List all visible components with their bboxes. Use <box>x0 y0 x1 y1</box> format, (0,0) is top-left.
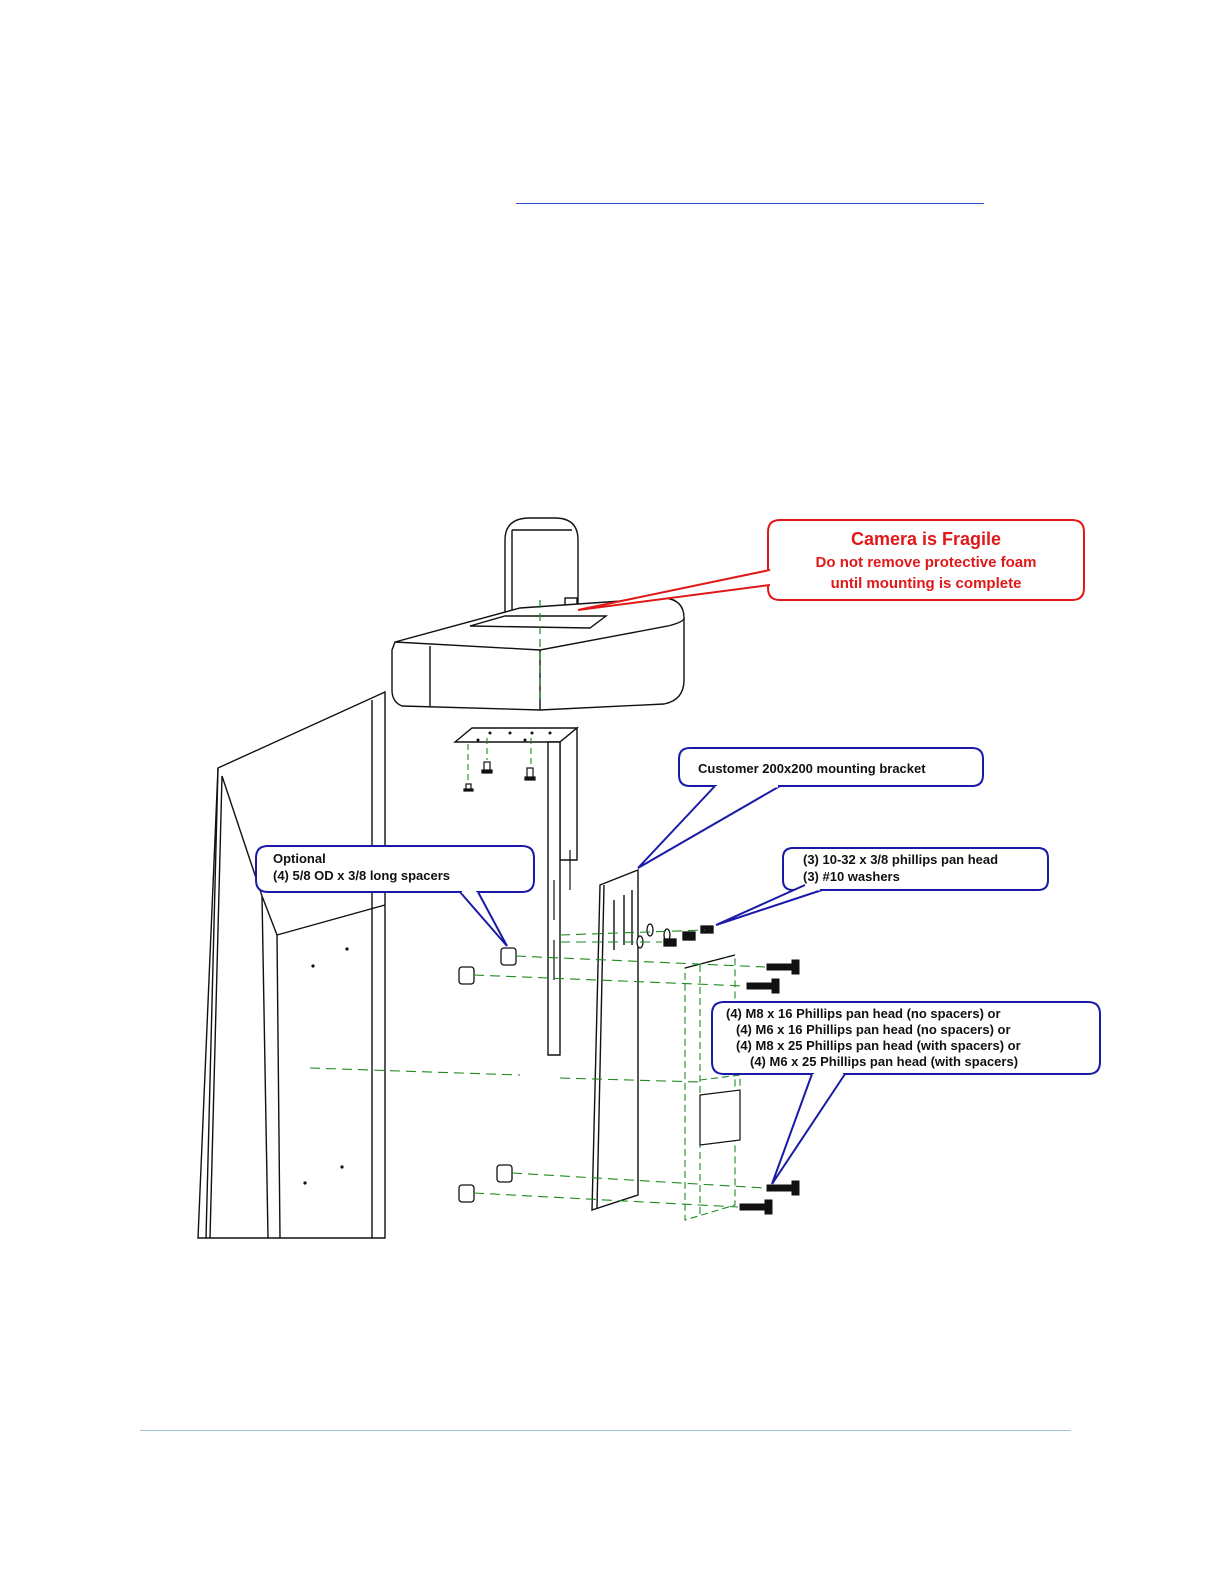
bracket-slots <box>553 850 571 980</box>
top-screw-centerlines <box>467 738 532 782</box>
small-screws-callout: (3) 10-32 x 3/8 phillips pan head (3) #1… <box>715 847 1049 926</box>
adapter-edges <box>684 954 741 1146</box>
large-screws-callout: (4) M8 x 16 Phillips pan head (no spacer… <box>711 1001 1101 1185</box>
small-screws-line2: (3) #10 washers <box>803 869 900 884</box>
top-screws <box>463 761 536 792</box>
footer-rule <box>140 1430 1071 1431</box>
warning-callout: Camera is Fragile Do not remove protecti… <box>577 519 1085 611</box>
small-screws <box>636 923 714 949</box>
small-screws-line1: (3) 10-32 x 3/8 phillips pan head <box>803 852 998 867</box>
large-screws-line1: (4) M8 x 16 Phillips pan head (no spacer… <box>726 1006 1001 1021</box>
assembly-centerlines <box>309 929 766 1208</box>
large-screws-line2: (4) M6 x 16 Phillips pan head (no spacer… <box>736 1022 1011 1037</box>
warning-title: Camera is Fragile <box>851 529 1001 549</box>
spacers-callout: Optional (4) 5/8 OD x 3/8 long spacers <box>255 845 535 947</box>
warning-line1: Do not remove protective foam <box>816 554 1037 571</box>
spacers-line2: (4) 5/8 OD x 3/8 long spacers <box>273 868 450 883</box>
customer-bracket-plate <box>591 868 639 1211</box>
warning-line2: until mounting is complete <box>831 575 1022 592</box>
mounting-adapter-outline <box>684 954 741 1221</box>
spacers-line1: Optional <box>273 851 326 866</box>
protective-foam <box>391 597 685 711</box>
housing-panel <box>197 690 386 1239</box>
housing-holes <box>303 947 349 1185</box>
bracket-holes <box>476 731 552 742</box>
large-screws <box>739 959 800 1215</box>
bracket-label: Customer 200x200 mounting bracket <box>698 761 926 776</box>
bracket-callout: Customer 200x200 mounting bracket <box>637 747 984 869</box>
hyperlink-underline[interactable] <box>516 203 984 204</box>
large-screws-line3: (4) M8 x 25 Phillips pan head (with spac… <box>736 1038 1021 1053</box>
large-screws-line4: (4) M6 x 25 Phillips pan head (with spac… <box>750 1054 1018 1069</box>
